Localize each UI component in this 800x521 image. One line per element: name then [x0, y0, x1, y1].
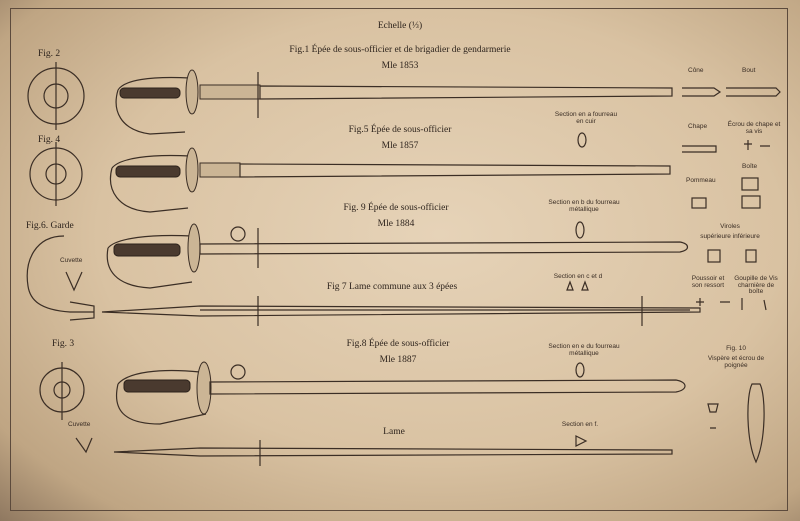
viroles-sub-label: supérieure inférieure [700, 233, 760, 240]
virole-inf-part [745, 249, 757, 263]
ecrou-part [744, 140, 770, 150]
plate-border [10, 8, 788, 511]
bout-part [726, 87, 781, 97]
pommeau-part [691, 197, 707, 209]
fig2-label: Fig. 2 [38, 49, 61, 59]
section-f-glyph [575, 435, 588, 447]
fig8-model: Mle 1887 [379, 355, 417, 365]
fig6-cuvette-label: Cuvette [60, 257, 83, 264]
boite-part-2 [741, 195, 761, 209]
fig9-title: Fig. 9 Épée de sous-officier [343, 203, 449, 213]
virole-sup-part [707, 249, 721, 263]
vispere-small-part [707, 403, 719, 429]
fig5-title: Fig.5 Épée de sous-officier [348, 125, 452, 135]
vispere-part [747, 383, 765, 464]
chape-part [682, 145, 717, 153]
fig3-cuvette-label: Cuvette [68, 421, 91, 428]
poussoir-part [696, 298, 767, 311]
fig6-guard [26, 235, 95, 321]
chape-label: Chape [688, 123, 708, 130]
cone-part [682, 87, 722, 97]
fig4-label: Fig. 4 [38, 135, 61, 145]
fig7-title: Fig 7 Lame commune aux 3 épées [326, 282, 458, 292]
section-e-label: Section en e du fourreau métallique [548, 343, 620, 357]
fig10-desc: Vispère et écrou de poignée [707, 355, 765, 369]
section-b-label: Section en b du fourreau métallique [548, 199, 620, 213]
fig2-hilt-view [27, 62, 85, 130]
fig10-label: Fig. 10 [726, 345, 746, 352]
lame-label: Lame [383, 427, 405, 437]
section-b-glyph [575, 221, 585, 239]
viroles-label: Viroles [720, 223, 740, 230]
section-a-label: Section en a fourreau en cuir [554, 111, 618, 125]
fig5-model: Mle 1857 [381, 141, 419, 151]
ecrou-chape-label: Écrou de chape et sa vis [727, 121, 781, 135]
goupille-label: Goupille de Vis charnière de boîte [734, 275, 778, 295]
section-cd-glyph [566, 280, 589, 291]
boite-label: Boîte [742, 163, 758, 170]
pommeau-label: Pommeau [686, 177, 716, 184]
fig9-model: Mle 1884 [377, 219, 415, 229]
fig8-title: Fig.8 Épée de sous-officier [346, 339, 450, 349]
scale-label: Echelle (⅓) [377, 21, 423, 31]
fig3-hilt-view [39, 362, 93, 454]
fig8-sword [116, 361, 686, 425]
cone-label: Cône [688, 67, 704, 74]
poussoir-label: Poussoir et son ressort [691, 275, 725, 289]
boite-part [741, 177, 759, 191]
fig6-label: Fig.6. Garde [26, 221, 74, 231]
fig1-sword [115, 69, 673, 135]
fig7-blade [101, 296, 701, 326]
section-e-glyph [575, 362, 585, 378]
section-cd-label: Section en c et d [553, 273, 603, 280]
fig1-model: Mle 1853 [381, 61, 419, 71]
fig3-label: Fig. 3 [52, 339, 75, 349]
fig9-sword [106, 223, 689, 289]
lame-blade [113, 440, 673, 466]
section-f-label: Section en f. [561, 421, 599, 428]
fig4-hilt-view [29, 142, 83, 206]
fig5-sword [110, 147, 671, 213]
fig1-title: Fig.1 Épée de sous-officier et de brigad… [289, 45, 511, 55]
bout-label: Bout [742, 67, 756, 74]
section-a-glyph [577, 132, 587, 148]
